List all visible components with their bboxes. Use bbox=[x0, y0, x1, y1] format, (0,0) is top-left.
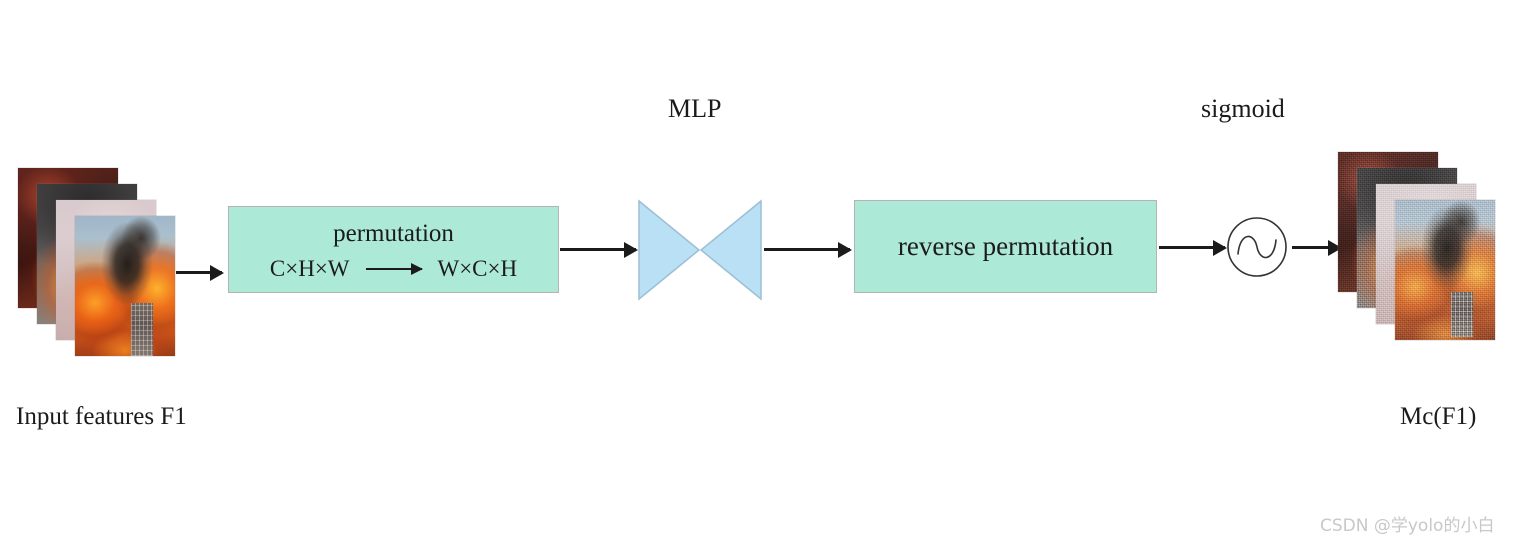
mlp-label: MLP bbox=[668, 94, 722, 123]
sigmoid-curve bbox=[1237, 235, 1277, 259]
permutation-shape-row: C×H×W W×C×H bbox=[229, 257, 558, 280]
arrow-sigmoid-to-output bbox=[1292, 239, 1342, 256]
arrow-input-to-permutation bbox=[176, 264, 224, 281]
input-caption: Input features F1 bbox=[16, 403, 187, 430]
arrow-permutation-to-mlp bbox=[560, 241, 638, 258]
reverse-permutation-block[interactable]: reverse permutation bbox=[854, 200, 1157, 293]
building-silhouette bbox=[131, 302, 153, 357]
permutation-block[interactable]: permutation C×H×W W×C×H bbox=[228, 206, 559, 293]
csdn-watermark: CSDN @学yolo的小白 bbox=[1320, 516, 1495, 536]
permutation-output-shape: W×C×H bbox=[437, 256, 518, 281]
mlp-left-triangle bbox=[638, 199, 701, 301]
permutation-transform-arrow-icon bbox=[365, 262, 423, 275]
output-caption: Mc(F1) bbox=[1400, 403, 1477, 430]
building-silhouette bbox=[1451, 292, 1473, 338]
reverse-permutation-title: reverse permutation bbox=[897, 231, 1114, 261]
input-feature-map-layer-4 bbox=[75, 216, 175, 357]
arrow-mlp-to-reverse-permutation bbox=[764, 241, 852, 258]
sigmoid-icon[interactable] bbox=[1226, 216, 1288, 278]
input-feature-maps-stack bbox=[18, 168, 178, 357]
arrow-reverse-permutation-to-sigmoid bbox=[1159, 239, 1227, 256]
permutation-title: permutation bbox=[333, 220, 454, 247]
mlp-bowtie-shape[interactable] bbox=[637, 199, 763, 301]
sigmoid-label: sigmoid bbox=[1201, 94, 1285, 123]
permutation-input-shape: C×H×W bbox=[269, 256, 350, 281]
output-attention-map-layer-4 bbox=[1395, 200, 1495, 340]
mlp-right-triangle bbox=[699, 199, 762, 301]
output-attention-maps-stack bbox=[1338, 152, 1503, 340]
